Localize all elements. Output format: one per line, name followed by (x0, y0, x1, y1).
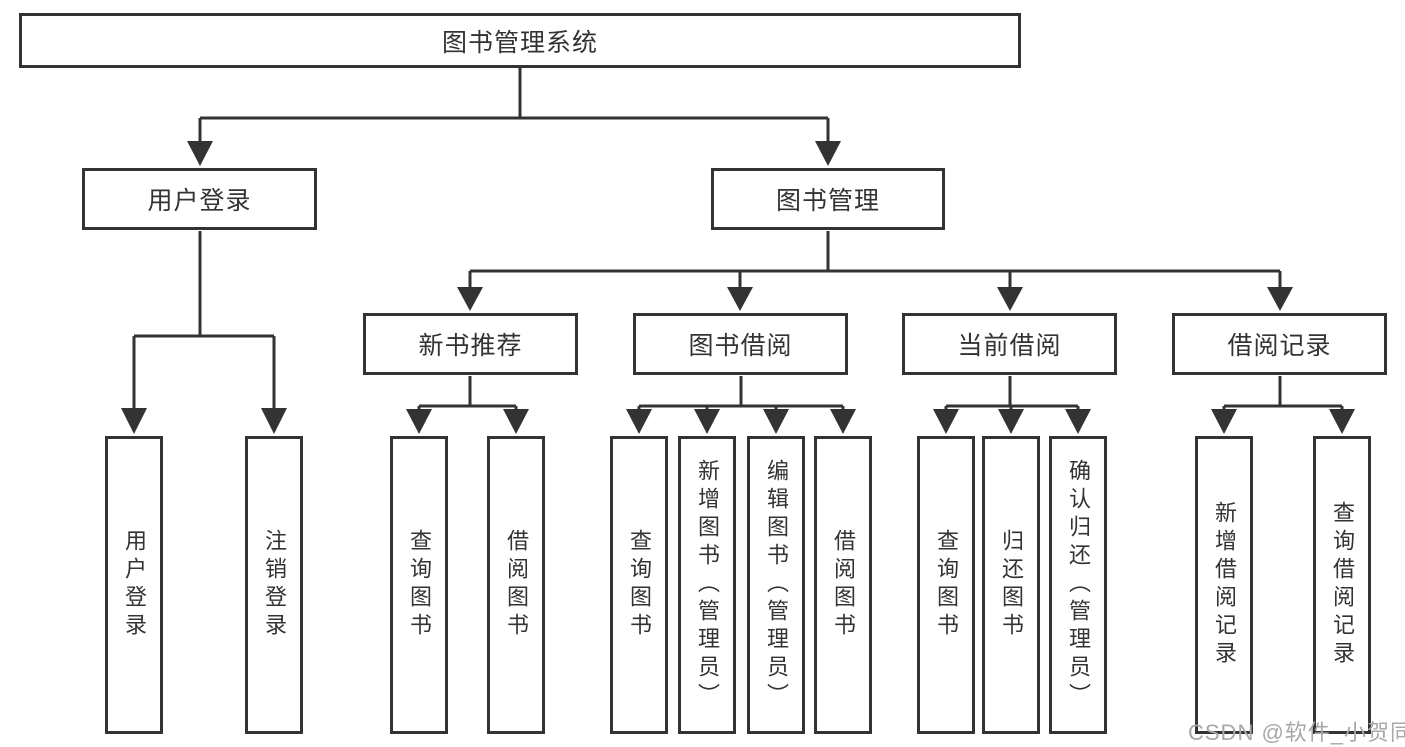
node-label: 图书管理 (775, 187, 880, 215)
node-label: 用户登录 (122, 529, 147, 641)
node-label: 借阅图书 (504, 529, 529, 641)
leaf-logout: 注销登录 (245, 436, 303, 734)
leaf-confirm-return-admin: 确认归还（管理员） (1049, 436, 1107, 734)
leaf-edit-books-admin: 编辑图书（管理员） (747, 436, 805, 734)
leaf-query-books: 查询图书 (390, 436, 448, 734)
node-label: 查询图书 (934, 529, 959, 641)
leaf-add-borrow-record: 新增借阅记录 (1195, 436, 1253, 734)
node-label: 新书推荐 (418, 332, 523, 360)
node-book-borrow: 图书借阅 (633, 313, 848, 375)
csdn-watermark: CSDN @软件_小贺同学 (1188, 720, 1405, 745)
leaf-borrow-books: 借阅图书 (487, 436, 545, 734)
leaf-add-books-admin: 新增图书（管理员） (678, 436, 736, 734)
leaf-user-login: 用户登录 (105, 436, 163, 734)
node-label: 编辑图书（管理员） (764, 459, 789, 711)
node-label: 图书管理系统 (441, 28, 598, 57)
node-label: 用户登录 (147, 187, 252, 215)
node-label: 查询借阅记录 (1330, 501, 1355, 669)
leaf-query-books: 查询图书 (917, 436, 975, 734)
node-current-borrow: 当前借阅 (902, 313, 1117, 375)
node-label: 新增图书（管理员） (695, 459, 720, 711)
node-label: 归还图书 (999, 529, 1024, 641)
node-label: 新增借阅记录 (1212, 501, 1237, 669)
leaf-query-books: 查询图书 (610, 436, 668, 734)
node-borrow-records: 借阅记录 (1172, 313, 1387, 375)
node-label: 当前借阅 (957, 332, 1062, 360)
leaf-return-books: 归还图书 (982, 436, 1040, 734)
node-library-management-system: 图书管理系统 (19, 13, 1021, 68)
node-label: 查询图书 (407, 529, 432, 641)
node-new-book-recommend: 新书推荐 (363, 313, 578, 375)
node-label: 借阅图书 (831, 529, 856, 641)
node-user-login: 用户登录 (82, 168, 317, 230)
node-label: 查询图书 (627, 529, 652, 641)
node-label: 借阅记录 (1227, 332, 1332, 360)
node-book-management: 图书管理 (711, 168, 945, 230)
leaf-query-borrow-record: 查询借阅记录 (1313, 436, 1371, 734)
node-label: 注销登录 (262, 529, 287, 641)
node-label: 图书借阅 (688, 332, 793, 360)
leaf-borrow-books: 借阅图书 (814, 436, 872, 734)
node-label: 确认归还（管理员） (1066, 459, 1091, 711)
